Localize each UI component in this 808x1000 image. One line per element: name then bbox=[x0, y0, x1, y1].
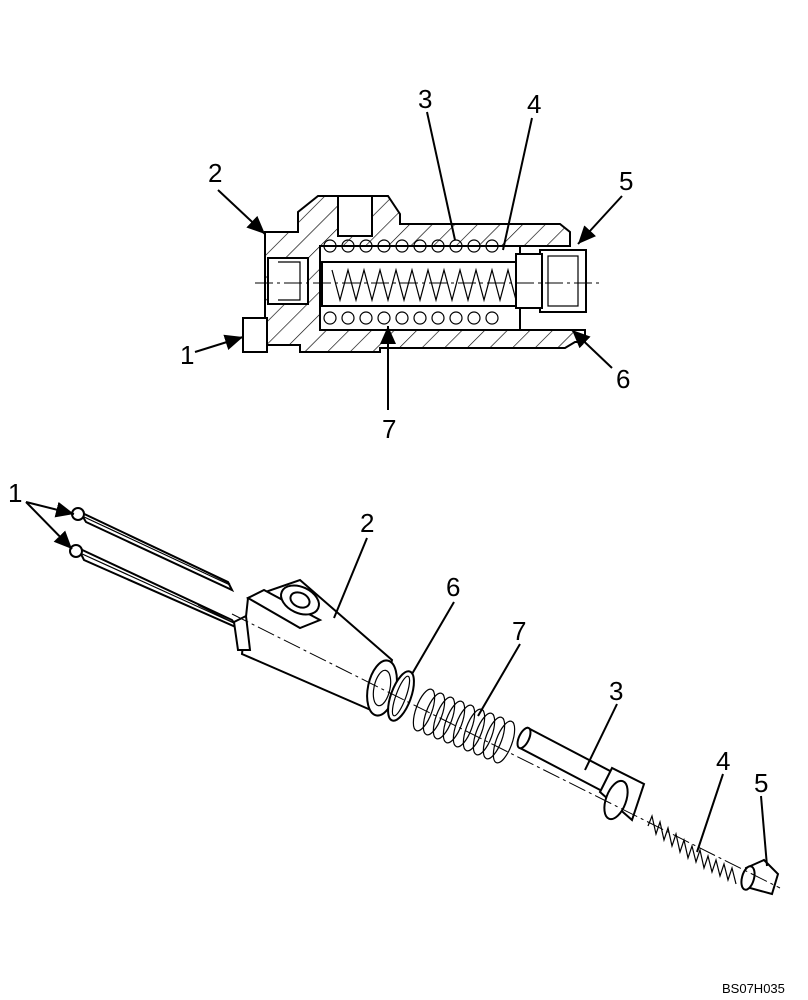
outer-spring-bottom bbox=[323, 311, 499, 325]
left-plug bbox=[267, 257, 309, 305]
callout-3: 3 bbox=[418, 84, 432, 114]
end-cap-exploded bbox=[740, 858, 780, 896]
outer-spring-top bbox=[323, 239, 499, 253]
callout-4: 4 bbox=[527, 89, 541, 119]
exploded-callout-1: 1 bbox=[8, 478, 22, 508]
outer-spring bbox=[412, 688, 516, 764]
small-spring bbox=[647, 813, 737, 885]
exploded-callout-2: 2 bbox=[360, 508, 374, 538]
exploded-view: 1 2 6 7 3 4 5 bbox=[8, 478, 781, 896]
exploded-centerline bbox=[231, 613, 781, 889]
section-view: 1 2 3 4 5 6 7 bbox=[180, 84, 633, 444]
exploded-callout-3: 3 bbox=[609, 676, 623, 706]
exploded-callout-4: 4 bbox=[716, 746, 730, 776]
exploded-callout-6: 6 bbox=[446, 572, 460, 602]
callout-2: 2 bbox=[208, 158, 222, 188]
callout-6: 6 bbox=[616, 364, 630, 394]
callout-5: 5 bbox=[619, 166, 633, 196]
bolt-lug bbox=[242, 317, 268, 353]
inner-spring bbox=[331, 267, 517, 303]
o-ring bbox=[387, 670, 415, 722]
callout-7: 7 bbox=[382, 414, 396, 444]
callout-1: 1 bbox=[180, 340, 194, 370]
housing-body bbox=[232, 578, 398, 717]
reference-code: BS07H035 bbox=[722, 981, 785, 996]
exploded-callout-7: 7 bbox=[512, 616, 526, 646]
end-cap bbox=[539, 249, 587, 313]
exploded-callout-5: 5 bbox=[754, 768, 768, 798]
spool bbox=[516, 726, 646, 822]
bolt-2 bbox=[69, 544, 242, 631]
bolt-1 bbox=[71, 507, 235, 593]
top-port bbox=[337, 195, 373, 237]
